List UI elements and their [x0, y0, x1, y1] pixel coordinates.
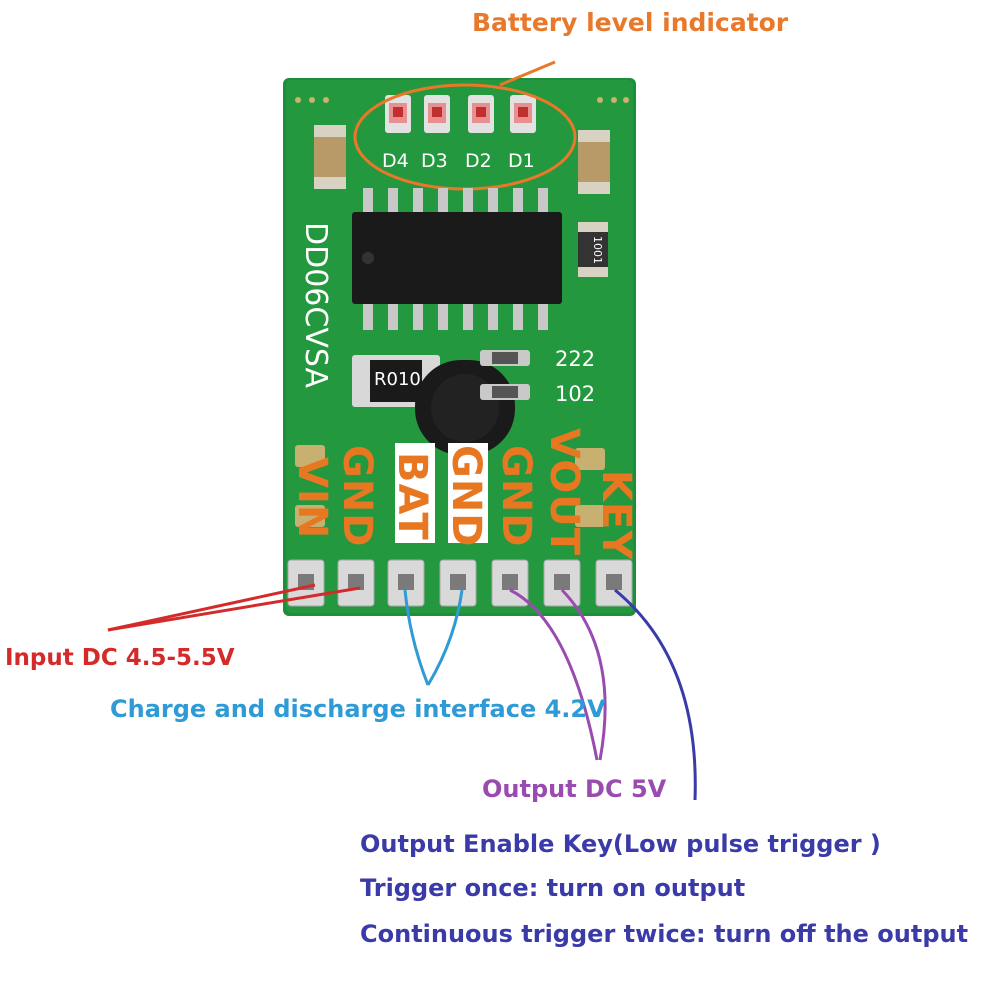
- key-leader-line: [614, 588, 697, 801]
- charge-annotation: Charge and discharge interface 4.2V: [110, 695, 606, 723]
- board-model-label: DD06CVSA: [298, 222, 333, 388]
- battery-indicator-annotation: Battery level indicator: [472, 8, 789, 37]
- header-pins: [287, 559, 633, 607]
- input-leader-lines: [107, 583, 361, 632]
- smd-code-222: 222: [555, 347, 596, 371]
- charge-leader-lines: [403, 589, 464, 686]
- smd-code-102: 102: [555, 382, 596, 406]
- led-label-d2: D2: [465, 150, 492, 172]
- led-row: [385, 95, 536, 133]
- capacitor-right: [578, 130, 610, 194]
- pin-label-gnd1: GND: [334, 445, 380, 548]
- inductor: [415, 360, 515, 455]
- bat-label-bg: [395, 443, 435, 543]
- led-label-d1: D1: [508, 150, 535, 172]
- pin-label-gnd2: GND: [443, 445, 489, 548]
- resistor-r010-label: R010: [374, 369, 421, 390]
- key-title-annotation: Output Enable Key(Low pulse trigger ): [360, 830, 881, 858]
- led-label-d4: D4: [382, 150, 409, 172]
- pin-label-bat: BAT: [389, 452, 435, 541]
- gnd2-label-bg: [448, 443, 488, 543]
- output-annotation: Output DC 5V: [482, 775, 667, 803]
- key-line2-annotation: Continuous trigger twice: turn off the o…: [360, 920, 969, 948]
- ic-chip: [352, 212, 562, 304]
- key-line1-annotation: Trigger once: turn on output: [360, 874, 746, 902]
- capacitor-left: [314, 125, 346, 189]
- output-leader-lines: [509, 588, 607, 761]
- resistor-1001: [578, 222, 608, 277]
- led-label-d3: D3: [421, 150, 448, 172]
- pin-label-vout: VOUT: [541, 428, 587, 557]
- pin-label-gnd3: GND: [493, 445, 539, 548]
- resistor-code-1001: 1001: [591, 236, 604, 264]
- pin-label-key: KEY: [593, 470, 639, 561]
- input-annotation: Input DC 4.5-5.5V: [5, 645, 235, 671]
- pin-label-vin: VIN: [289, 457, 335, 540]
